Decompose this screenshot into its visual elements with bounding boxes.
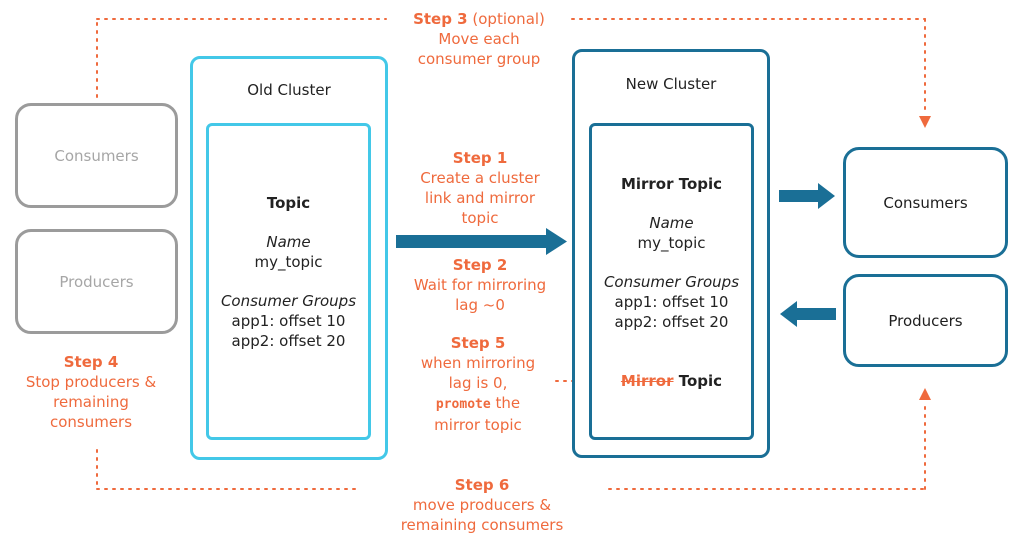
step6-arrowhead	[919, 388, 931, 400]
new-groups-label: Consumer Groups	[603, 273, 740, 291]
producers-arrow-shaft	[795, 308, 836, 320]
old-consumers-label: Consumers	[54, 146, 139, 165]
promoted-topic-word: Topic	[678, 372, 723, 390]
step3-text: Step 3 (optional) Move each consumer gro…	[386, 9, 572, 69]
new-consumers-label: Consumers	[883, 193, 968, 212]
step6-line1: move producers &	[412, 496, 552, 514]
step6-dotted-path	[96, 401, 926, 490]
new-topic-box	[589, 123, 754, 440]
step5-title: Step 5	[450, 334, 506, 352]
step5-line1: when mirroring	[420, 354, 536, 372]
new-topic-title: Mirror Topic	[620, 175, 723, 193]
step4-line3: consumers	[49, 413, 133, 431]
old-consumers-box: Consumers	[15, 103, 178, 208]
step1-text: Step 1 Create a cluster link and mirror …	[390, 148, 570, 228]
step2-title: Step 2	[452, 256, 508, 274]
new-cluster-title: New Cluster	[625, 75, 717, 93]
promoted-strike-word: Mirror	[620, 372, 674, 390]
old-producers-label: Producers	[59, 272, 134, 291]
promoted-topic-label: Mirror Topic	[589, 371, 754, 391]
step6-text: Step 6 move producers & remaining consum…	[372, 475, 592, 535]
step2-line2: lag ~0	[455, 296, 505, 314]
new-producers-box: Producers	[843, 274, 1008, 367]
step2-line1: Wait for mirroring	[413, 276, 547, 294]
link-arrowhead	[546, 228, 567, 255]
step3-title: Step 3	[413, 10, 468, 28]
step1-line2: link and mirror	[424, 189, 536, 207]
old-cluster-title: Old Cluster	[247, 81, 331, 99]
step1-title: Step 1	[452, 149, 508, 167]
step4-text: Step 4 Stop producers & remaining consum…	[5, 352, 177, 432]
consumers-arrow-shaft	[779, 190, 820, 202]
old-producers-box: Producers	[15, 229, 178, 334]
step3-line2: consumer group	[417, 50, 541, 68]
step5-line3-suffix: the	[495, 394, 521, 412]
step3-arrowhead	[919, 116, 931, 128]
new-group2: app2: offset 20	[614, 313, 729, 331]
step4-line1: Stop producers &	[25, 373, 157, 391]
old-group2: app2: offset 20	[231, 332, 346, 350]
step6-title: Step 6	[454, 476, 510, 494]
old-groups-label: Consumer Groups	[220, 292, 357, 310]
producers-arrowhead	[780, 301, 797, 327]
step4-title: Step 4	[63, 353, 119, 371]
new-group1: app1: offset 10	[614, 293, 729, 311]
consumers-arrowhead	[818, 183, 835, 209]
old-topic-title: Topic	[266, 194, 311, 212]
step3-suffix: (optional)	[472, 10, 545, 28]
new-consumers-box: Consumers	[843, 147, 1008, 258]
step5-line2: lag is 0,	[448, 374, 508, 392]
step1-line3: topic	[461, 209, 499, 227]
new-topic-name-label: Name	[649, 214, 694, 232]
step3-dotted-path	[96, 18, 926, 113]
old-group1: app1: offset 10	[231, 312, 346, 330]
step1-line1: Create a cluster	[420, 169, 540, 187]
step3-line1: Move each	[438, 30, 520, 48]
step5-code: promote	[435, 397, 491, 412]
old-topic-box	[206, 123, 371, 440]
step6-line2: remaining consumers	[400, 516, 564, 534]
new-producers-label: Producers	[888, 311, 963, 330]
step5-text: Step 5 when mirroring lag is 0, promote …	[392, 333, 564, 435]
new-topic-name-value: my_topic	[637, 234, 706, 252]
old-topic-name-label: Name	[266, 233, 311, 251]
step4-line2: remaining	[53, 393, 129, 411]
link-arrow-shaft	[396, 235, 548, 248]
step2-text: Step 2 Wait for mirroring lag ~0	[390, 255, 570, 315]
step5-line4: mirror topic	[434, 416, 522, 434]
old-topic-name-value: my_topic	[254, 253, 323, 271]
